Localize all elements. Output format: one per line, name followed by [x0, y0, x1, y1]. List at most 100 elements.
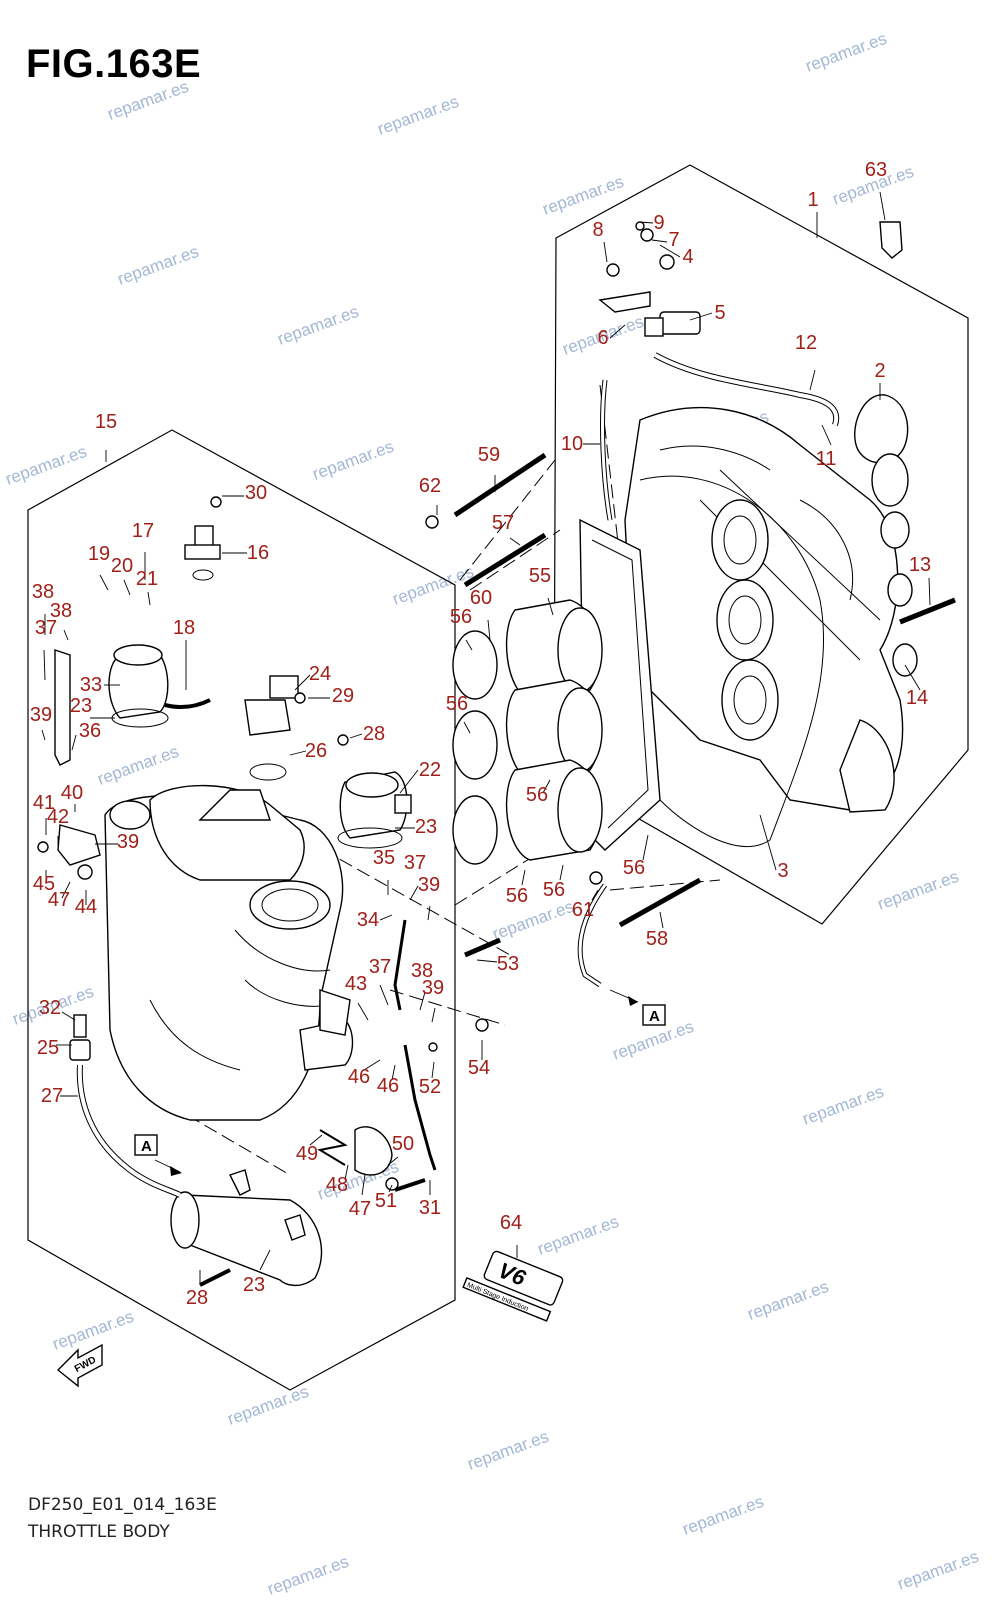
part-callout-45: 45	[33, 873, 55, 895]
part-callout-26: 26	[305, 740, 327, 762]
callout-leader-line	[642, 834, 649, 861]
part-callout-63: 63	[865, 159, 887, 181]
callout-leader-line	[357, 1002, 369, 1021]
callout-leader-line	[409, 885, 419, 901]
part-callout-33: 33	[80, 674, 102, 696]
part-callout-2: 2	[874, 360, 885, 382]
part-callout-23: 23	[243, 1274, 265, 1296]
part-callout-37: 37	[404, 852, 426, 874]
part-callout-48: 48	[326, 1174, 348, 1196]
callout-leader-line	[487, 619, 491, 641]
watermark-text: repamar.es	[390, 562, 476, 609]
part-callout-62: 62	[419, 475, 441, 497]
watermark-text: repamar.es	[680, 1492, 766, 1539]
part-callout-5: 5	[714, 302, 725, 324]
callout-leader-line	[99, 574, 109, 591]
part-callout-57: 57	[492, 512, 514, 534]
hose-clip	[879, 221, 903, 259]
part-callout-42: 42	[47, 806, 69, 828]
callout-leader-line	[431, 1007, 436, 1023]
callout-leader-line	[609, 324, 626, 339]
callout-leader-line	[689, 312, 713, 321]
part-callout-61: 61	[572, 899, 594, 921]
part-callout-23: 23	[415, 816, 437, 838]
watermark-text: repamar.es	[275, 302, 361, 349]
part-callout-39: 39	[422, 977, 444, 999]
part-callout-35: 35	[373, 847, 395, 869]
part-callout-31: 31	[419, 1197, 441, 1219]
callout-leader-line	[659, 911, 664, 929]
watermark-text: repamar.es	[3, 442, 89, 489]
part-callout-58: 58	[646, 928, 668, 950]
callout-leader-line	[41, 729, 46, 741]
part-callout-43: 43	[345, 973, 367, 995]
part-callout-60: 60	[470, 587, 492, 609]
part-callout-39: 39	[30, 704, 52, 726]
callout-leader-line	[821, 424, 832, 446]
watermark-text: repamar.es	[225, 1382, 311, 1429]
part-callout-25: 25	[37, 1037, 59, 1059]
part-callout-41: 41	[33, 792, 55, 814]
callout-leader-line	[419, 991, 426, 1011]
callout-leader-line	[809, 369, 816, 391]
watermark-text: repamar.es	[375, 92, 461, 139]
intake-silencer	[104, 784, 344, 1121]
callout-leader-line	[363, 1059, 381, 1071]
part-callout-39: 39	[117, 831, 139, 853]
part-callout-29: 29	[332, 685, 354, 707]
callout-leader-line	[427, 905, 431, 921]
part-callout-44: 44	[75, 896, 97, 918]
part-callout-21: 21	[136, 568, 158, 590]
callout-leader-line	[465, 639, 473, 651]
watermark-text: repamar.es	[310, 437, 396, 484]
part-callout-47: 47	[349, 1198, 371, 1220]
part-callout-38: 38	[32, 581, 54, 603]
part-callout-46: 46	[377, 1075, 399, 1097]
part-callout-18: 18	[173, 617, 195, 639]
watermark-text: repamar.es	[800, 1082, 886, 1129]
part-callout-39: 39	[418, 874, 440, 896]
callout-leader-line	[659, 244, 681, 258]
watermark-text: repamar.es	[745, 1277, 831, 1324]
throttle-linkage	[37, 649, 438, 1192]
part-callout-28: 28	[186, 1287, 208, 1309]
part-callout-28: 28	[363, 723, 385, 745]
part-callout-3: 3	[777, 860, 788, 882]
part-callout-47: 47	[48, 889, 70, 911]
part-callout-22: 22	[419, 759, 441, 781]
part-callout-59: 59	[478, 444, 500, 466]
part-callout-37: 37	[369, 956, 391, 978]
part-callout-37: 37	[35, 617, 57, 639]
part-callout-16: 16	[247, 542, 269, 564]
part-callout-56: 56	[623, 857, 645, 879]
watermark-text: repamar.es	[490, 897, 576, 944]
part-callout-9: 9	[653, 212, 664, 234]
part-callout-1: 1	[807, 189, 818, 211]
callout-leader-line	[759, 814, 777, 871]
part-callout-17: 17	[132, 520, 154, 542]
callout-leader-line	[379, 984, 389, 1006]
reference-box-a-left	[134, 1134, 158, 1156]
figure-title: FIG.163E	[26, 42, 202, 86]
watermark-text: repamar.es	[95, 742, 181, 789]
callout-leader-line	[399, 769, 419, 794]
part-callout-55: 55	[529, 565, 551, 587]
callout-leader-line	[463, 721, 471, 734]
watermark-text: repamar.es	[265, 1552, 351, 1599]
watermark-text: repamar.es	[875, 867, 961, 914]
part-callout-4: 4	[682, 246, 693, 268]
part-callout-6: 6	[597, 327, 608, 349]
part-callout-36: 36	[79, 720, 101, 742]
idle-speed-control-valve	[108, 644, 211, 728]
section-name: THROTTLE BODY	[28, 1522, 170, 1542]
hose-10-inner	[601, 379, 612, 521]
part-callout-15: 15	[95, 411, 117, 433]
part-callout-46: 46	[348, 1066, 370, 1088]
left-assembly-frame	[27, 429, 456, 1391]
part-callout-64: 64	[500, 1212, 522, 1234]
callout-leader-line	[651, 239, 668, 243]
watermark-text: repamar.es	[50, 1307, 136, 1354]
callout-leader-line	[547, 597, 554, 616]
part-callout-14: 14	[906, 687, 928, 709]
callout-leader-line	[388, 1184, 393, 1193]
